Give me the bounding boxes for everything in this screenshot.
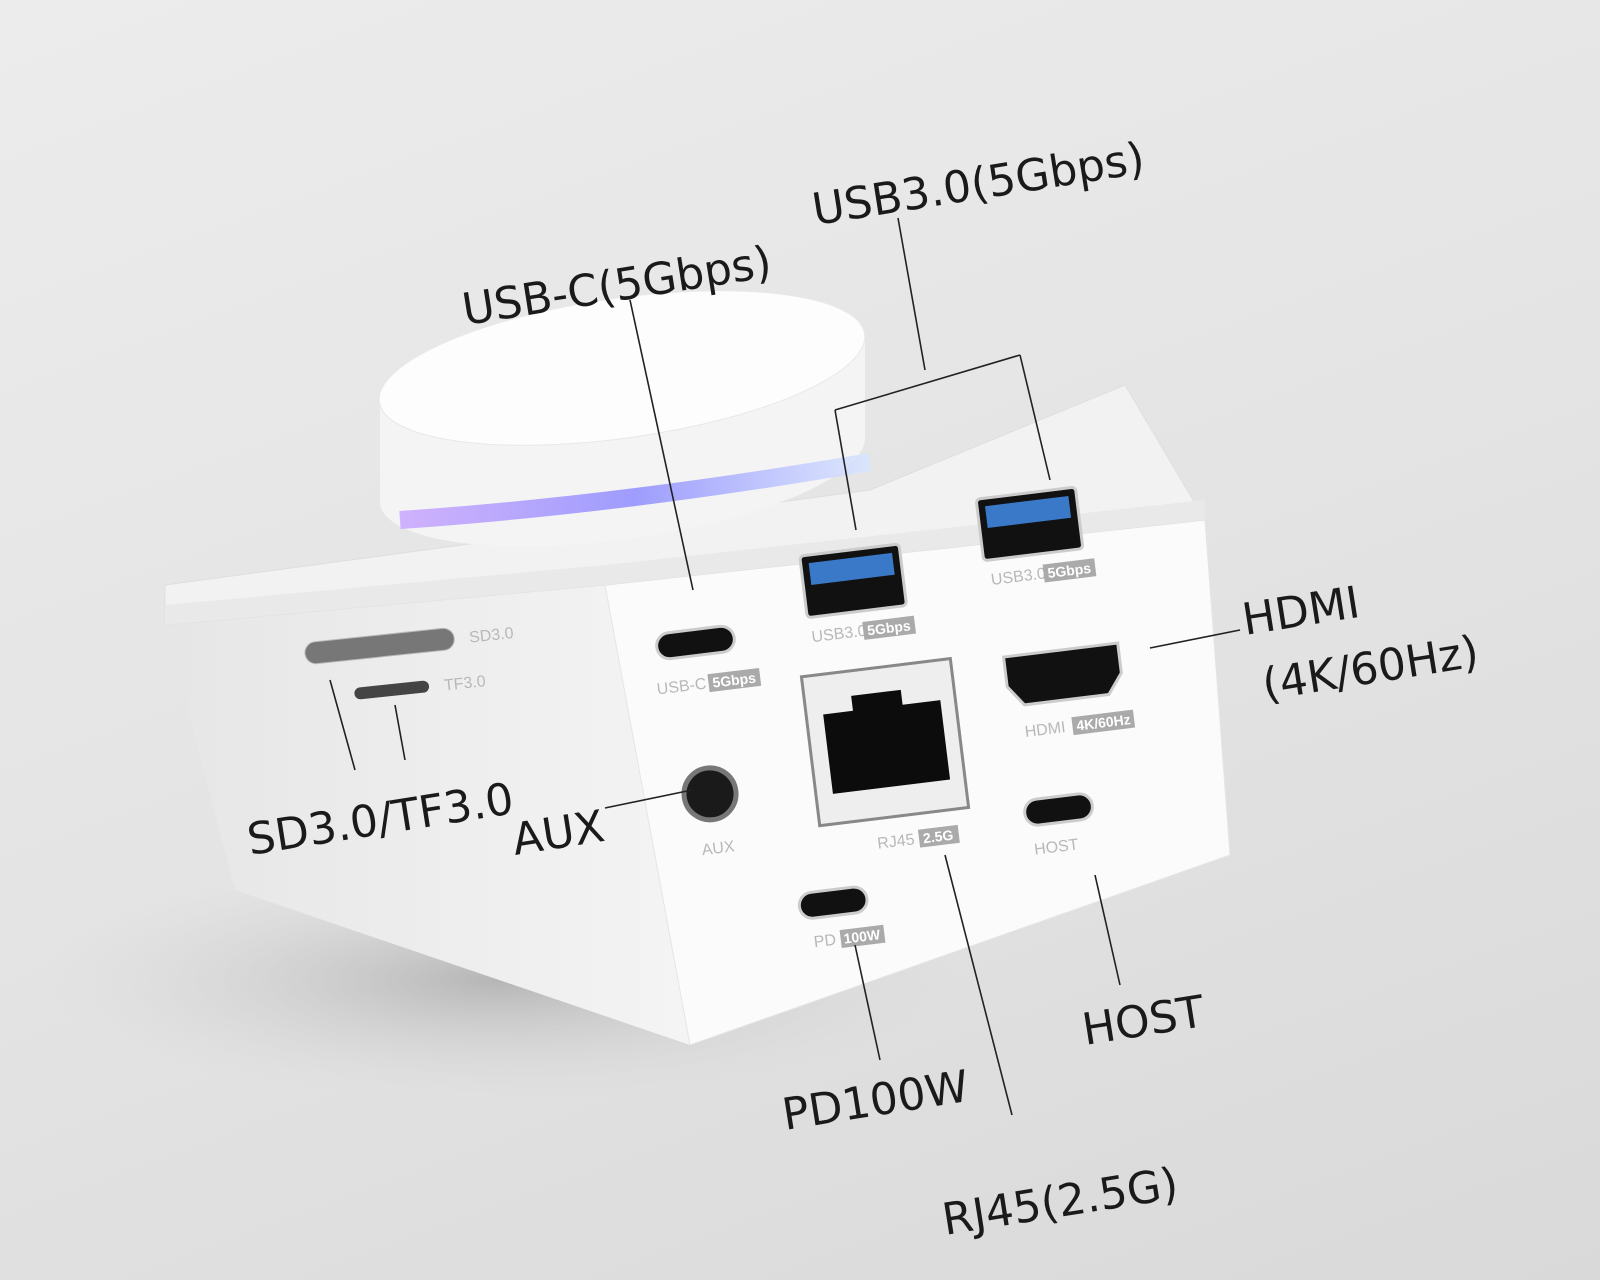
usb3-label-1: USB3.0 [811,623,868,647]
docking-station: SD3.0 TF3.0 USB-C 5Gbps USB3.0 5Gbps USB… [164,290,1231,1046]
rgb-light-ring [399,453,872,529]
left-face [165,585,690,1045]
callout-hdmi: HDMI [1239,577,1363,646]
svg-text:2.5G: 2.5G [922,827,954,847]
callout-pd: PD100W [779,1061,973,1141]
pd-port [797,885,869,920]
pd-label: PD [813,932,837,952]
svg-text:5Gbps: 5Gbps [1047,560,1092,581]
svg-text:100W: 100W [843,926,882,946]
aux-jack [681,765,739,823]
rj45-label: RJ45 [876,831,915,852]
host-port [1023,792,1094,827]
hdmi-label: HDMI [1024,719,1067,741]
svg-text:5Gbps: 5Gbps [866,617,911,638]
hdmi-port [1001,641,1123,707]
leader-lines [329,217,1241,1116]
tf-label: TF3.0 [443,673,486,694]
usb-c-label: USB-C [656,676,707,699]
host-label: HOST [1033,836,1079,858]
sd-card-slot [304,627,455,665]
usb3-label-2: USB3.0 [990,565,1047,589]
callout-host: HOST [1079,986,1208,1056]
svg-text:4K/60Hz: 4K/60Hz [1075,711,1131,734]
sd-label: SD3.0 [468,625,514,647]
tf-card-slot [354,680,430,700]
callout-rj45: RJ45(2.5G) [939,1158,1182,1246]
callout-usb3: USB3.0(5Gbps) [809,133,1148,236]
aux-label: AUX [701,838,736,859]
callout-hdmi-spec: (4K/60Hz) [1259,626,1482,711]
usb-c-port [655,624,736,661]
svg-text:5Gbps: 5Gbps [712,669,757,690]
